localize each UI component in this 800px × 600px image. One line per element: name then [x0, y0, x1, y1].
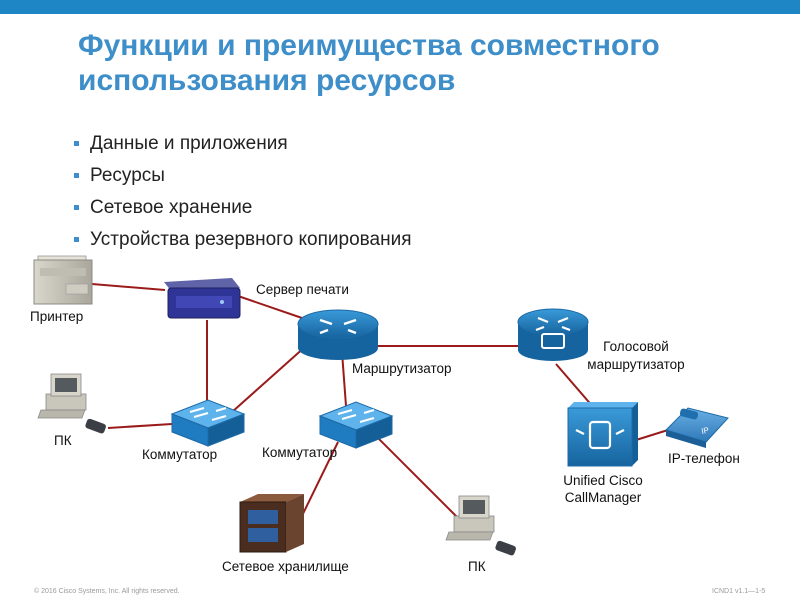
page-title: Функции и преимущества совместного испол…	[78, 29, 660, 97]
link-switch-center-storage	[297, 441, 339, 525]
voice-router-icon	[517, 308, 589, 361]
pc-left-icon	[37, 373, 87, 419]
bullet-item: Устройства резервного копирования	[72, 224, 412, 256]
course-code-footer: ICND1 v1.1—1-5	[712, 588, 766, 595]
switch-left-icon	[171, 399, 245, 447]
callmanager-icon	[567, 402, 638, 467]
link-switch-left-router	[231, 345, 307, 413]
bullet-text: Данные и приложения	[90, 133, 288, 154]
print-server-icon	[164, 278, 241, 319]
link-printer-printserver	[91, 283, 166, 291]
pc-bottom-label: ПК	[468, 559, 486, 574]
callmanager-label: Unified Cisco CallManager	[563, 473, 643, 505]
bullet-text: Ресурсы	[90, 165, 165, 186]
link-pc-switch-left	[107, 423, 173, 429]
switch-center-label: Коммутатор	[262, 445, 338, 460]
bullet-marker	[74, 237, 79, 242]
bullet-text: Устройства резервного копирования	[90, 229, 412, 250]
bullet-text: Сетевое хранение	[90, 197, 253, 218]
pc-left-label: ПК	[54, 433, 72, 448]
pc-bottom-icon	[445, 495, 495, 541]
storage-label: Сетевое хранилище	[222, 559, 349, 574]
bullet-marker	[74, 173, 79, 178]
bullet-marker	[74, 141, 79, 146]
top-bar	[0, 0, 800, 14]
link-printserver-router	[237, 295, 303, 319]
ip-phone-icon: IP	[665, 407, 729, 448]
router-icon	[297, 309, 379, 360]
link-callmanager-phone	[635, 429, 669, 441]
bullet-list: Данные и приложения Ресурсы Сетевое хран…	[72, 128, 412, 256]
switch-left-label: Коммутатор	[142, 447, 218, 462]
printer-icon	[33, 255, 93, 305]
bullet-item: Сетевое хранение	[72, 192, 412, 224]
voice-router-label: Голосовой маршрутизатор	[587, 339, 685, 372]
network-storage-icon	[239, 494, 304, 553]
bullet-marker	[74, 205, 79, 210]
pc-left-mouse-icon	[85, 418, 106, 434]
bullet-item: Ресурсы	[72, 160, 412, 192]
print-server-label: Сервер печати	[256, 282, 349, 297]
router-label: Маршрутизатор	[352, 361, 452, 376]
ip-phone-label: IP-телефон	[668, 451, 740, 466]
pc-bottom-mouse-icon	[495, 540, 516, 556]
svg-text:IP: IP	[701, 426, 710, 436]
copyright-footer: © 2016 Cisco Systems, Inc. All rights re…	[34, 588, 180, 595]
link-router-switch-center	[341, 351, 347, 407]
printer-label: Принтер	[30, 309, 84, 324]
link-voice-router-callmanager	[555, 363, 595, 409]
bullet-item: Данные и приложения	[72, 128, 412, 160]
link-switch-center-pc	[375, 435, 463, 523]
